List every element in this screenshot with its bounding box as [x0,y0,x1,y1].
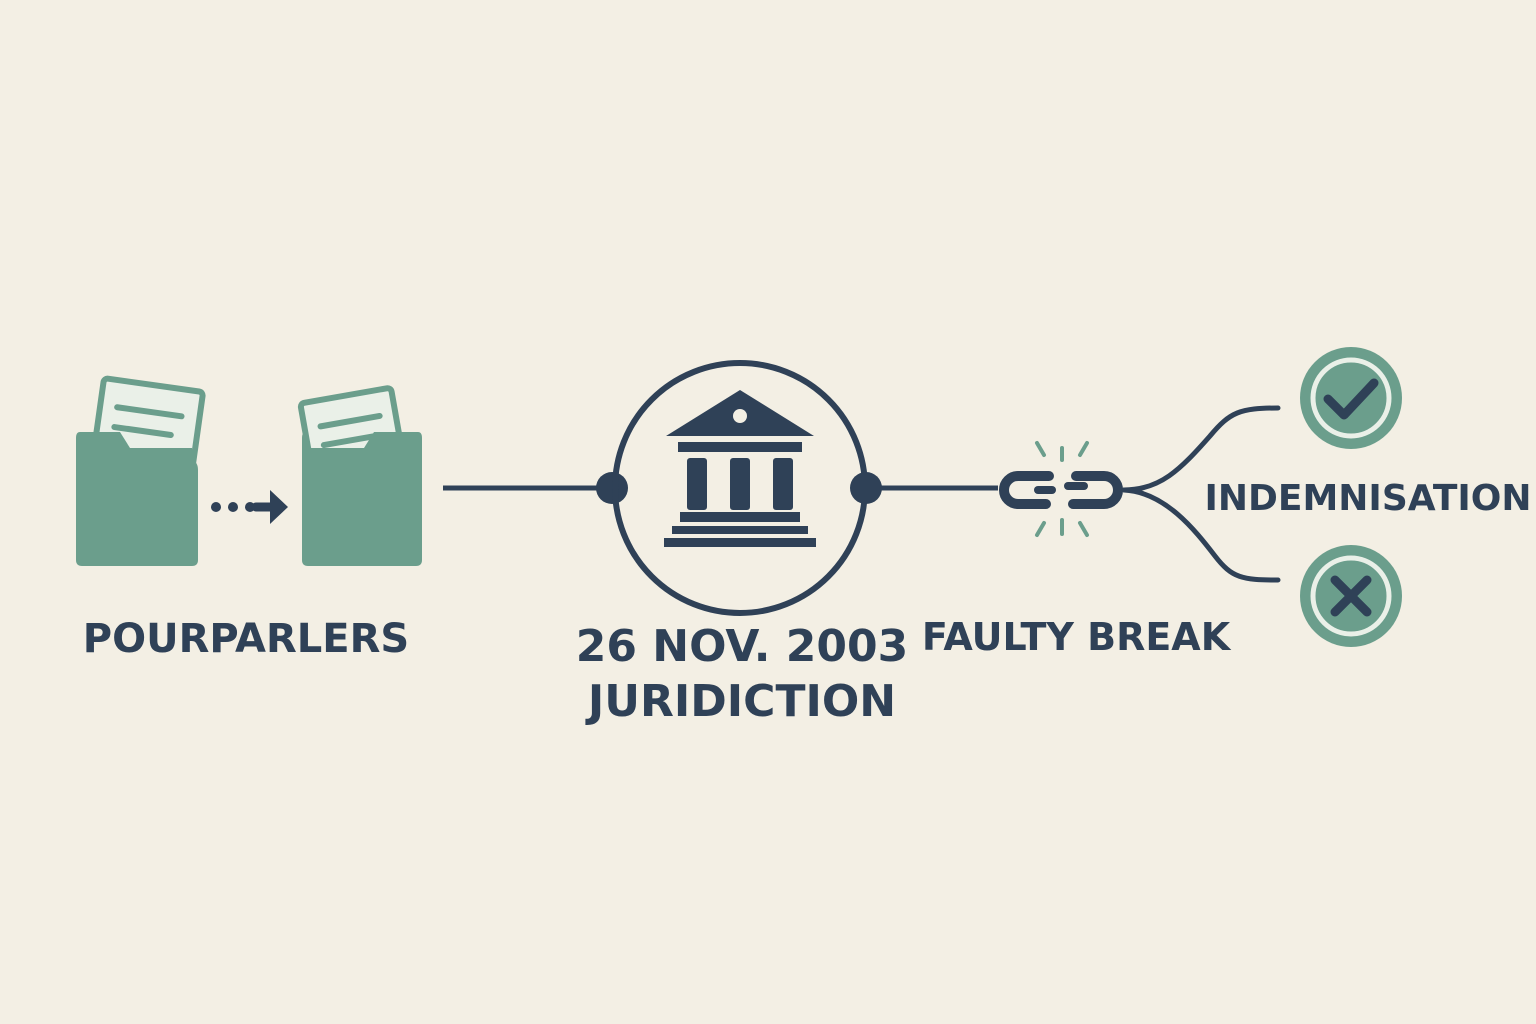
dotted-arrow-icon [211,490,288,524]
folder-icon [297,385,422,566]
cross-icon [1300,545,1402,647]
folder-icon [76,375,206,566]
courthouse-icon [664,390,816,547]
pourparlers-label: POURPARLERS [83,616,409,662]
faulty-break-label: FAULTY BREAK [922,615,1232,659]
indemnisation-label: INDEMNISATION [1204,478,1531,519]
date-label: 26 NOV. 2003 [576,621,908,672]
jurisdiction-label: JURIDICTION [585,676,896,727]
branch-lines [1121,405,1281,583]
broken-chain-icon [999,441,1123,537]
checkmark-icon [1300,347,1402,449]
